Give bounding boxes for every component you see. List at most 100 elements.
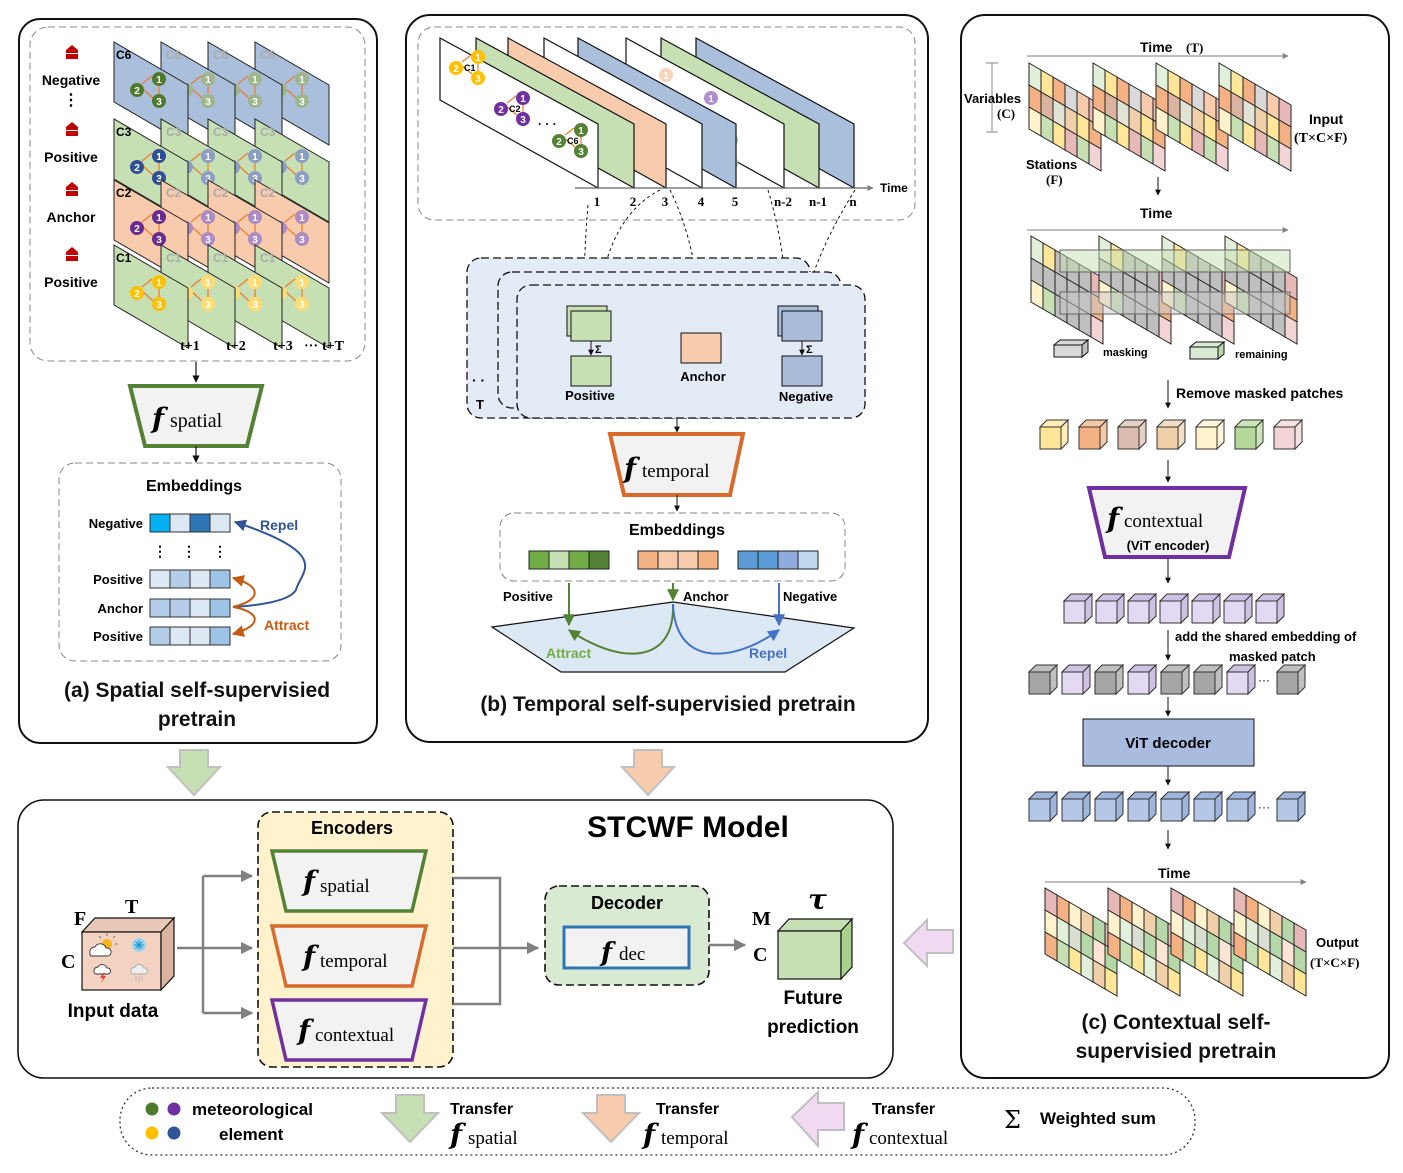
encoder-subscript: contextual xyxy=(1124,511,1203,532)
node-3 xyxy=(201,94,215,108)
node-2 xyxy=(130,160,144,174)
node-1 xyxy=(704,91,718,105)
patch-cube-front xyxy=(1191,600,1214,624)
edge xyxy=(141,152,153,162)
embedding-row-label: Negative xyxy=(89,516,143,531)
embedding-cell xyxy=(588,550,610,570)
node-3 xyxy=(574,144,588,158)
embedding-cell xyxy=(189,626,211,646)
temporal-embeddings xyxy=(528,550,819,570)
plane-cluster-label: C1 xyxy=(260,251,276,265)
rain-cloud-icon xyxy=(130,964,148,983)
node-2 xyxy=(552,134,566,148)
grid-cell xyxy=(1278,141,1292,172)
node-3 xyxy=(201,297,215,311)
node-label: 1 xyxy=(252,152,258,163)
decoder-f-symbol: f xyxy=(599,938,616,968)
edge xyxy=(564,138,576,148)
node-label: 1 xyxy=(156,278,162,289)
encoder-subscript: spatial xyxy=(320,876,370,897)
output-label-C: C xyxy=(753,944,767,966)
node-label: 1 xyxy=(299,278,305,289)
output-label: Output xyxy=(1316,935,1359,950)
transfer-spatial-arrow xyxy=(165,749,223,797)
edge xyxy=(237,278,249,288)
stations-symbol: (F) xyxy=(1046,172,1063,187)
node-label: 3 xyxy=(156,174,162,185)
contextual-caption-line1: (c) Contextual self- xyxy=(1081,1011,1271,1034)
node-label: 3 xyxy=(205,174,211,185)
encoded-patches xyxy=(1062,592,1286,625)
patch-cube-side xyxy=(1115,663,1124,696)
embedding-cell xyxy=(677,550,699,570)
edge xyxy=(506,95,517,104)
embedding-cell xyxy=(189,513,211,533)
legend-f-contextual: f xyxy=(850,1118,869,1151)
model-title: STCWF Model xyxy=(587,811,789,844)
time-tick: 5 xyxy=(732,194,739,209)
edge xyxy=(190,213,202,223)
row-role-label: Negative xyxy=(42,72,101,88)
remaining-legend-icon xyxy=(1188,340,1226,361)
patch-cube-side xyxy=(1082,663,1091,696)
vertical-ellipsis: ⋮ xyxy=(213,543,227,559)
patch-cube-front xyxy=(1039,426,1062,450)
grid-cell xyxy=(1158,314,1172,345)
station-icon xyxy=(66,50,78,53)
node-label: 1 xyxy=(205,278,211,289)
node-3 xyxy=(295,232,309,246)
station-icon xyxy=(66,247,78,252)
embedding-cell xyxy=(528,550,550,570)
node-1 xyxy=(471,50,485,64)
embedding-row-label: Positive xyxy=(93,572,143,587)
node-2 xyxy=(449,61,463,75)
node-label: 1 xyxy=(299,213,305,224)
edge xyxy=(141,75,153,85)
masking-legend-icon xyxy=(1052,338,1090,359)
node-2 xyxy=(130,221,144,235)
edge xyxy=(141,213,153,223)
node-2 xyxy=(494,102,508,116)
embedding-cell xyxy=(737,550,759,570)
node-label: 1 xyxy=(475,53,481,64)
legend-transfer-contextual: Transfer xyxy=(872,1101,935,1118)
contextual-input-grids xyxy=(1028,62,1292,172)
grid-cell xyxy=(1230,966,1244,997)
legend-transfer-temporal: Transfer xyxy=(656,1101,719,1118)
patch-cube-front xyxy=(1195,426,1218,450)
node-label: 2 xyxy=(498,105,504,116)
plane-cluster-label: C6 xyxy=(166,48,182,62)
time-tick: 2 xyxy=(630,194,637,209)
node-1 xyxy=(201,275,215,289)
spatial-embeddings-frame xyxy=(58,462,342,662)
patch-cube-front xyxy=(1063,600,1086,624)
node-3 xyxy=(248,232,262,246)
legend-f-spatial: f xyxy=(448,1118,467,1151)
node-1 xyxy=(295,72,309,86)
partly-cloudy-icon xyxy=(89,933,118,957)
patch-cube-side xyxy=(1099,418,1108,451)
time-symbol: (T) xyxy=(1186,40,1203,55)
node-1 xyxy=(248,149,262,163)
legend-contextual-arrow xyxy=(790,1089,845,1149)
input-data-cube xyxy=(80,916,176,992)
station-icon xyxy=(66,45,78,50)
patch-cube-side xyxy=(1181,790,1190,823)
patch-cube-front xyxy=(1061,798,1084,822)
embedding-space xyxy=(490,601,856,673)
node-label: 1 xyxy=(156,75,162,86)
grid-cell xyxy=(1104,966,1118,997)
spatial-plane-front xyxy=(113,244,189,349)
cube-label-T: T xyxy=(125,896,139,918)
masking-label: masking xyxy=(1103,347,1148,359)
legend-dots-label-2: element xyxy=(219,1125,284,1144)
positive-box-result xyxy=(570,355,612,387)
snowflake-icon xyxy=(132,938,146,952)
spatial-caption-line2: pretrain xyxy=(157,708,237,731)
node-label: 1 xyxy=(578,126,584,137)
node-label: 3 xyxy=(299,174,305,185)
station-icon xyxy=(66,252,78,255)
encoder-subscript: contextual xyxy=(315,1025,394,1046)
decoder-subscript: dec xyxy=(619,944,645,965)
